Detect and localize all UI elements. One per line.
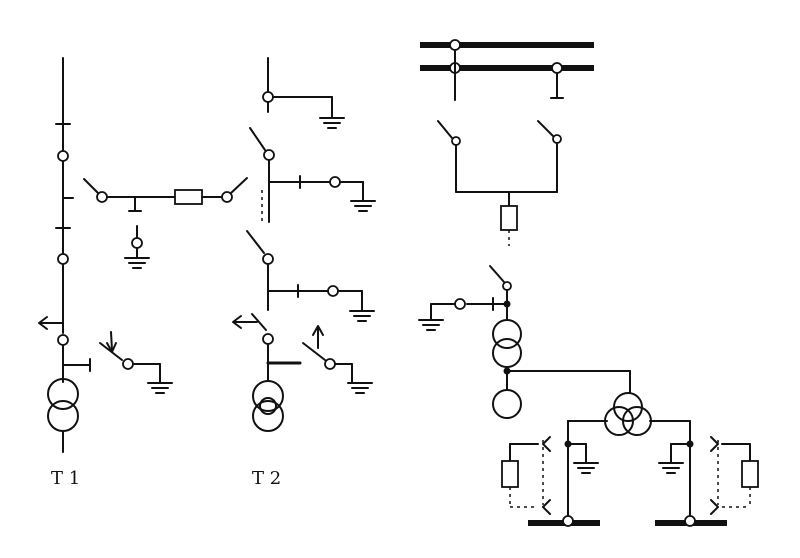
ground-icon [350,200,376,212]
ground-icon [124,257,150,269]
ground-icon [347,382,373,394]
ground-icon [147,382,173,394]
transformer-vertical-icon [492,319,522,368]
reactor-icon [492,389,522,419]
ground-icon [319,117,345,129]
ground-icon [573,462,599,474]
ground-icon [418,319,444,331]
disconnector-right [537,120,562,193]
resistor [741,460,759,488]
ground-icon [349,310,375,322]
t1-arrow-icon [38,316,64,330]
output-right [649,420,759,527]
t2-arrow-icon [232,313,267,331]
disconnector-left [437,120,461,193]
output-left [501,420,608,527]
t2-upper-section [262,57,345,129]
t1-branch-to-t2 [83,177,248,269]
t1-node-bottom [57,334,69,346]
t2-label: T 2 [252,468,281,489]
t2-scheme [232,57,376,432]
right-scheme [418,39,759,527]
busbars [420,39,594,101]
t2-grounding-switch [266,325,373,394]
resistor [501,460,519,488]
resistor [500,205,518,231]
t1-main-line [55,57,74,453]
t1-node-top [57,150,69,162]
t2-lower-section [246,230,375,322]
t2-middle-section [249,127,376,223]
t1-transformer-icon [47,378,79,432]
three-winding-transformer-icon [604,392,652,436]
t1-grounding-switch [62,331,173,394]
t2-node [262,333,274,345]
t1-scheme [38,57,248,453]
t1-label: T 1 [51,468,80,489]
resistor [174,189,203,205]
ground-icon [658,462,684,474]
t2-transformer-icon [252,380,284,432]
grounding-line [418,265,512,331]
t1-node-middle [57,253,69,265]
